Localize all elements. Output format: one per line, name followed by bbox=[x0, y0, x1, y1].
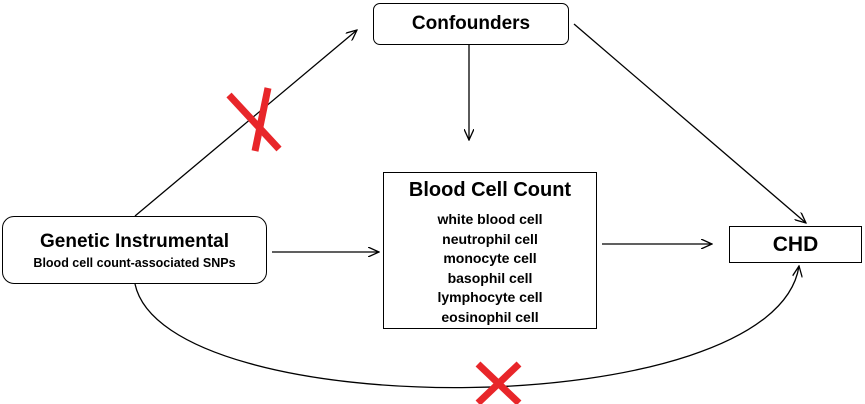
arrow-genetic-to-chd-curve bbox=[134, 266, 799, 389]
blocked-path-cross-lower bbox=[475, 361, 522, 404]
blood-cell-count-node: Blood Cell Count white blood cell neutro… bbox=[383, 172, 597, 329]
blood-cell-item: neutrophil cell bbox=[442, 230, 538, 247]
arrow-genetic-to-confounders bbox=[134, 30, 357, 217]
blood-cell-list: white blood cell neutrophil cell monocyt… bbox=[384, 210, 596, 327]
genetic-instrument-subtitle: Blood cell count-associated SNPs bbox=[33, 255, 236, 270]
confounders-node: Confounders bbox=[373, 3, 569, 45]
blocked-path-cross-upper bbox=[226, 87, 282, 152]
confounders-label: Confounders bbox=[411, 13, 531, 34]
blood-cell-item: lymphocyte cell bbox=[437, 289, 543, 305]
genetic-instrument-title: Genetic Instrumental bbox=[40, 230, 229, 252]
blood-cell-item: white blood cell bbox=[437, 211, 543, 227]
genetic-instrument-node: Genetic Instrumental Blood cell count-as… bbox=[2, 216, 267, 284]
blood-cell-item: eosinophil cell bbox=[441, 308, 539, 325]
blood-cell-item: monocyte cell bbox=[443, 250, 537, 266]
blood-cell-item: basophil cell bbox=[447, 269, 533, 286]
chd-label: CHD bbox=[772, 232, 819, 256]
chd-outcome-node: CHD bbox=[729, 226, 862, 263]
blood-cell-count-title: Blood Cell Count bbox=[408, 179, 572, 201]
arrow-confounders-to-chd bbox=[573, 23, 806, 223]
